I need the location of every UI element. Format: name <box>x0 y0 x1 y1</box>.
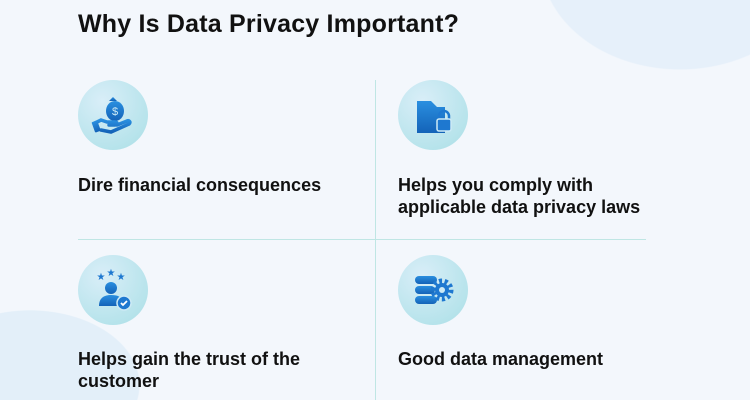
page-title: Why Is Data Privacy Important? <box>78 10 460 38</box>
money-bag-hand-icon: $ <box>78 80 148 150</box>
customer-trust-icon: ★★★ <box>78 255 148 325</box>
item-label: Dire financial consequences <box>78 175 322 195</box>
folder-lock-icon <box>398 80 468 150</box>
item-label: Good data management <box>398 349 604 369</box>
database-gear-icon <box>398 255 468 325</box>
svg-text:$: $ <box>112 106 118 118</box>
svg-text:★: ★ <box>97 272 106 283</box>
svg-text:★: ★ <box>107 268 116 279</box>
item-label: Helps you comply with applicable data pr… <box>398 175 641 217</box>
divider-horizontal <box>78 239 646 240</box>
divider-vertical <box>375 80 376 400</box>
svg-text:★: ★ <box>117 272 126 283</box>
item-label: Helps gain the trust of the customer <box>78 349 301 391</box>
